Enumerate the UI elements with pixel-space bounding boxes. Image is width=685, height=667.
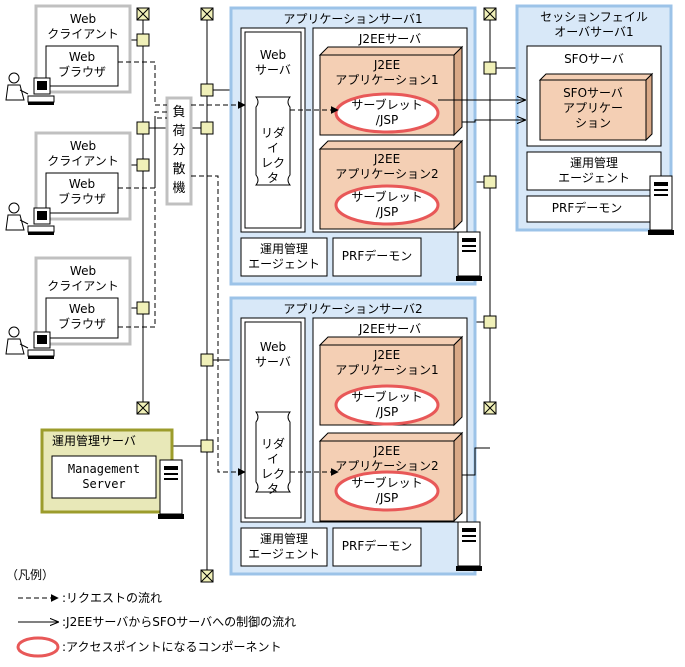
web-server-1-label: Web サーバ: [255, 48, 291, 77]
servlet-ellipse: [334, 470, 440, 512]
sfo-prf-label: PRFデーモン: [551, 201, 623, 215]
redirector-2-label: リダイ レクタ: [260, 437, 285, 496]
redirector-1-label: リダイ レクタ: [260, 126, 285, 185]
sfo-inner-title: SFOサーバ: [564, 52, 624, 66]
management-server-box: [40, 428, 174, 514]
web-browser-3-label: Web ブラウザ: [57, 302, 106, 331]
servlet-ellipse: [334, 184, 440, 226]
load-balancer-label: 負 荷 分 散 機: [172, 105, 186, 196]
servlet-s1-a2-label: サーブレット /JSP: [351, 190, 423, 219]
connection-nodes: [136, 33, 497, 453]
agent-1-label: 運用管理 エージェント: [248, 242, 320, 271]
redirector-1-shape: [254, 96, 292, 186]
web-browser-1-label: Web ブラウザ: [57, 50, 106, 79]
terminator: [136, 401, 150, 415]
load-balancer: [165, 96, 193, 206]
web-client-1-title: Web クライアント: [47, 12, 119, 41]
sfo-server-box: [515, 4, 673, 232]
mgmt-server-title: 運用管理サーバ: [52, 434, 136, 448]
web-client-3-title: Web クライアント: [47, 264, 119, 293]
legend-graphics: [16, 594, 60, 658]
servlet-ellipse: [334, 384, 440, 426]
prf-2-label: PRFデーモン: [341, 539, 413, 553]
legend-item-request: :リクエストの流れ: [62, 591, 163, 605]
user-pc-icon: [5, 72, 55, 105]
j2ee-server-2-label: J2EEサーバ: [358, 322, 422, 336]
request-flow-lines: [118, 61, 339, 476]
app-server-2-title: アプリケーションサーバ2: [283, 302, 423, 316]
access-point-ellipses: [334, 92, 440, 512]
management-server-label: Management Server: [67, 462, 141, 491]
line-terminators: [136, 7, 497, 583]
server-tower-icon: [456, 521, 482, 571]
sfo-app-label: SFOサーバ アプリケー ション: [562, 86, 623, 130]
user-pc-icon: [5, 202, 55, 235]
servlet-s2-a2-label: サーブレット /JSP: [351, 476, 423, 505]
sfo-agent-label: 運用管理 エージェント: [558, 156, 630, 185]
web-browser-2-label: Web ブラウザ: [57, 177, 106, 206]
terminator: [483, 7, 497, 21]
terminator: [200, 7, 214, 21]
network-lines: [130, 18, 517, 578]
legend-item-control: :J2EEサーバからSFOサーバへの制御の流れ: [62, 615, 297, 629]
terminator: [200, 569, 214, 583]
servlet-s2-a1-label: サーブレット /JSP: [351, 390, 423, 419]
user-pc-icon: [5, 326, 55, 359]
prf-1-label: PRFデーモン: [341, 249, 413, 263]
web-client-3: [34, 256, 132, 346]
legend-heading: （凡例）: [6, 568, 55, 582]
redirector-2-shape: [254, 411, 292, 493]
j2ee-server-1-label: J2EEサーバ: [358, 32, 422, 46]
terminator: [136, 7, 150, 21]
server-tower-icon: [158, 459, 184, 519]
web-client-2-title: Web クライアント: [47, 139, 119, 168]
sfo-server-title: セッションフェイル オーバサーバ1: [540, 10, 648, 39]
web-server-2-label: Web サーバ: [255, 340, 291, 369]
servlet-s1-a1-label: サーブレット /JSP: [351, 98, 423, 127]
server-tower-icon: [456, 231, 482, 281]
legend-item-access-point: :アクセスポイントになるコンポーネント: [62, 640, 282, 654]
app-server-1-title: アプリケーションサーバ1: [283, 12, 423, 26]
server-tower-icon: [648, 175, 674, 235]
j2ee-app-s2-a2-title: J2EE アプリケーション2: [335, 444, 439, 473]
j2ee-app-s1-a2-title: J2EE アプリケーション2: [335, 152, 439, 181]
j2ee-app-s2-a1-title: J2EE アプリケーション1: [335, 348, 439, 377]
terminator: [483, 401, 497, 415]
web-client-2: [34, 131, 132, 221]
web-client-1: [34, 4, 132, 94]
control-flow-lines: [438, 100, 525, 476]
j2ee-app-s1-a1-title: J2EE アプリケーション1: [335, 58, 439, 87]
agent-2-label: 運用管理 エージェント: [248, 532, 320, 561]
